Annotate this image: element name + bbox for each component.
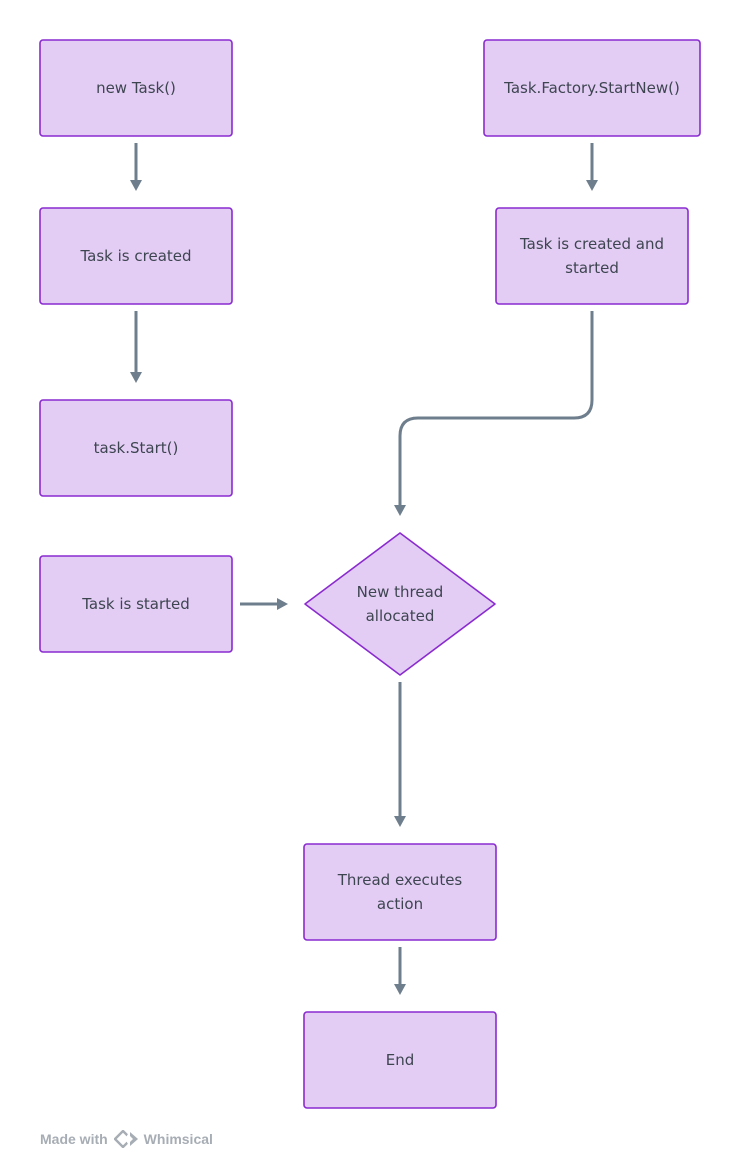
connector-task-is-created-and-started-to-new-thread-allocated xyxy=(394,311,594,516)
whimsical-brand-text: Whimsical xyxy=(143,1131,213,1147)
node-label: End xyxy=(386,1051,415,1069)
process-box xyxy=(303,843,497,941)
node-label: New thread xyxy=(357,583,444,601)
arrowhead-icon xyxy=(130,372,142,383)
connector-new-task-to-task-is-created xyxy=(130,143,142,191)
nodes: new Task() Task.Factory.StartNew() Task is… xyxy=(39,39,701,1109)
arrowhead-icon xyxy=(586,180,598,191)
node-task-start: task.Start() xyxy=(39,399,233,497)
arrowhead-icon xyxy=(394,505,406,516)
connector-task-is-created-to-task-start xyxy=(130,311,142,383)
node-label: Task is created and xyxy=(519,235,664,253)
made-with-text: Made with xyxy=(40,1131,108,1147)
arrowhead-icon xyxy=(394,816,406,827)
made-with-whimsical-watermark: Made with Whimsical xyxy=(40,1128,213,1150)
process-box xyxy=(39,39,233,137)
node-label: allocated xyxy=(366,607,435,625)
node-task-is-started: Task is started xyxy=(39,555,233,653)
node-label: started xyxy=(565,259,619,277)
connector-thread-executes-action-to-end xyxy=(394,947,406,995)
node-task-factory-startnew: Task.Factory.StartNew() xyxy=(483,39,701,137)
node-label: Task is created xyxy=(79,247,191,265)
arrowhead-icon xyxy=(277,598,288,610)
connector-new-thread-allocated-to-thread-executes-action xyxy=(394,682,406,827)
process-box xyxy=(39,399,233,497)
arrowhead-icon xyxy=(394,984,406,995)
node-task-is-created: Task is created xyxy=(39,207,233,305)
node-task-is-created-and-started: Task is created and started xyxy=(495,207,689,305)
process-box xyxy=(303,1011,497,1109)
process-box xyxy=(39,207,233,305)
connector-task-factory-startnew-to-task-is-created-and-started xyxy=(586,143,598,191)
node-label: Thread executes xyxy=(337,871,463,889)
connectors xyxy=(130,143,598,995)
node-end: End xyxy=(303,1011,497,1109)
node-new-task: new Task() xyxy=(39,39,233,137)
node-label: Task is started xyxy=(81,595,190,613)
connector-line xyxy=(398,311,594,512)
arrowhead-icon xyxy=(130,180,142,191)
process-box xyxy=(39,555,233,653)
process-box xyxy=(495,207,689,305)
node-label: action xyxy=(377,895,423,913)
node-new-thread-allocated: New thread allocated xyxy=(304,532,496,676)
process-box xyxy=(483,39,701,137)
connector-task-is-started-to-new-thread-allocated xyxy=(240,598,288,610)
node-label: Task.Factory.StartNew() xyxy=(503,79,680,97)
node-thread-executes-action: Thread executes action xyxy=(303,843,497,941)
whimsical-logo-icon xyxy=(113,1129,140,1149)
node-label: new Task() xyxy=(96,79,176,97)
decision-diamond xyxy=(304,532,496,676)
node-label: task.Start() xyxy=(94,439,179,457)
